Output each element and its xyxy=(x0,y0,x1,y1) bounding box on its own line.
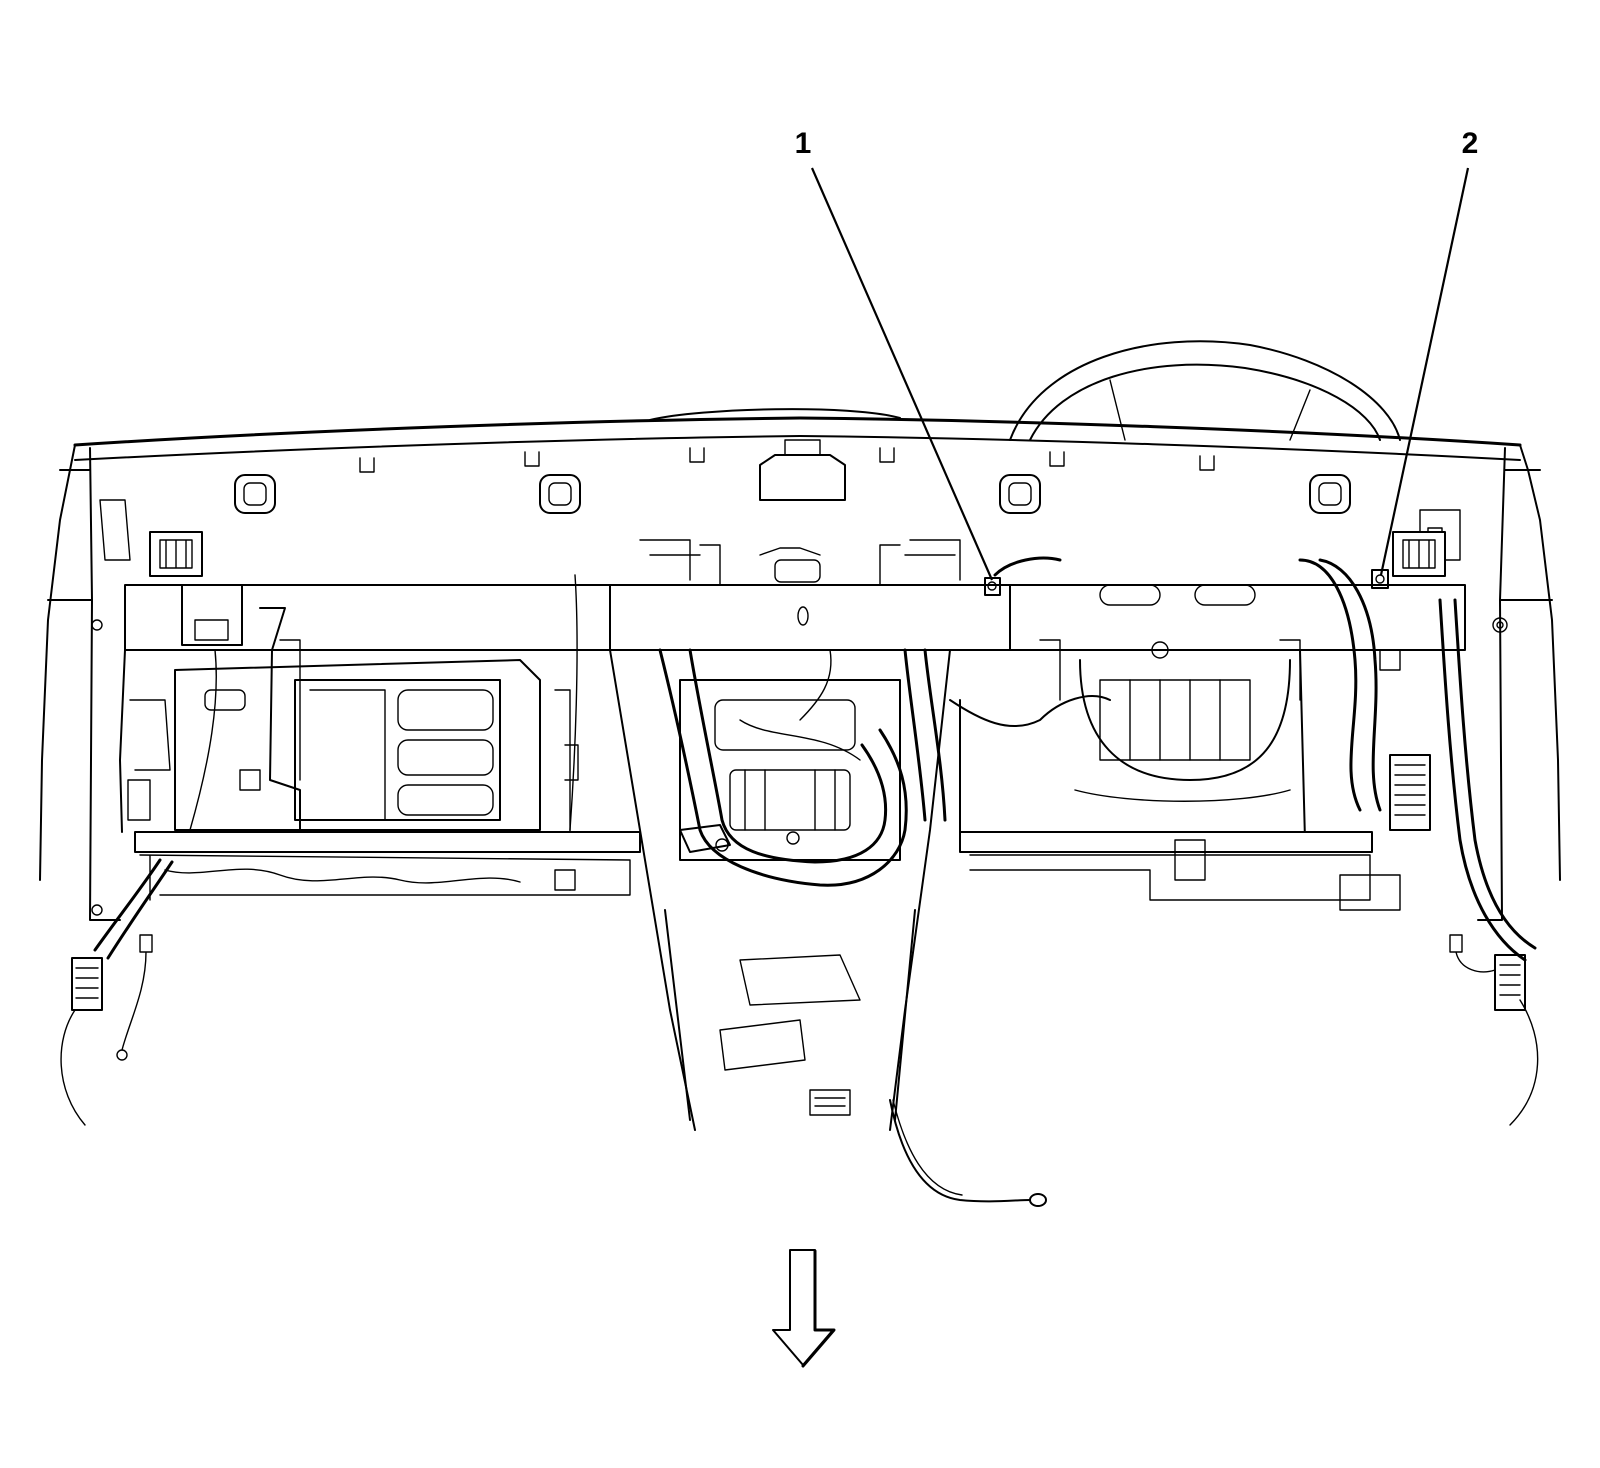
left-end-panel xyxy=(39,444,131,921)
callout-1: 1 xyxy=(795,127,994,581)
instrument-panel-top xyxy=(73,408,1522,514)
left-lower-rail xyxy=(119,649,641,901)
ground-wire xyxy=(889,1099,1047,1207)
callout-1-leader xyxy=(810,167,994,581)
right-lower-rail xyxy=(959,831,1401,911)
center-wire-harness xyxy=(658,648,1111,887)
center-console xyxy=(609,539,961,1131)
left-side-vent xyxy=(149,531,203,577)
right-side-vent xyxy=(1392,531,1446,577)
left-wire-harness xyxy=(60,858,174,1126)
callout-2: 2 xyxy=(1379,127,1479,576)
callout-2-label: 2 xyxy=(1462,127,1479,160)
right-wire-harness xyxy=(1298,558,1539,1126)
glove-box-area xyxy=(174,574,579,841)
callout-2-leader xyxy=(1379,167,1470,576)
right-end-panel xyxy=(1419,444,1561,921)
cross-car-beam xyxy=(124,584,1466,651)
harness-clip-center xyxy=(984,556,1062,596)
steering-wheel xyxy=(1009,340,1401,441)
callout-1-label: 1 xyxy=(795,127,812,160)
down-arrow-icon xyxy=(772,1249,836,1368)
